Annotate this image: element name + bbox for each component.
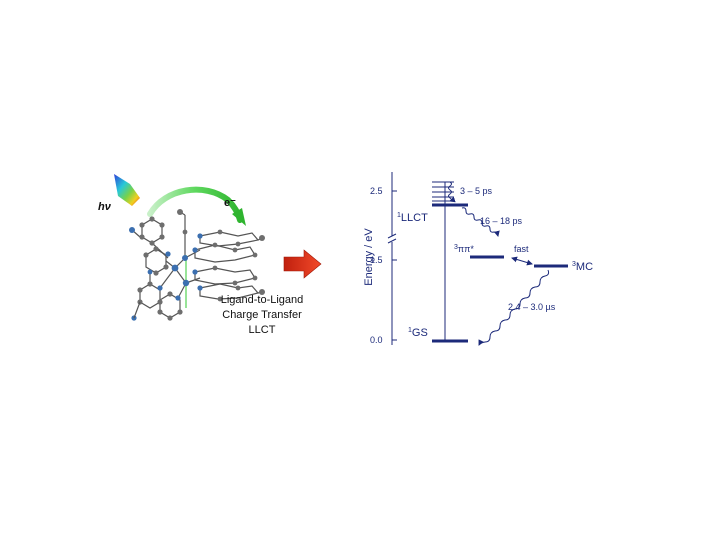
photon-label: hν — [98, 201, 112, 213]
mc-state-label: 3MC — [572, 261, 593, 273]
decay-arrow — [478, 269, 550, 346]
tick-1-5: 1.5 — [370, 255, 383, 265]
electron-label: e⁻ — [224, 197, 236, 209]
transition-arrow-icon — [283, 249, 322, 279]
llct-caption-line1: Ligand-to-Ligand — [221, 294, 304, 306]
energy-axis-label: Energy / eV — [363, 228, 375, 286]
gs-state-label: 1GS — [408, 327, 428, 339]
llct-caption-line3: LLCT — [249, 324, 276, 336]
vib-relax-arrow — [448, 181, 456, 203]
energy-diagram-labels: Energy / eV 2.5 1.5 0.0 1LLCT 3ππ* 3MC 1… — [363, 186, 593, 345]
llct-state-label: 1LLCT — [397, 212, 428, 224]
pipi-state-label: 3ππ* — [454, 244, 474, 254]
photon-icon — [114, 174, 140, 206]
electron-transfer-arrowhead — [232, 208, 246, 226]
tick-0-0: 0.0 — [370, 335, 383, 345]
decay-time-label: 2.4 – 3.0 µs — [508, 302, 556, 312]
isc-arrow — [461, 207, 500, 237]
equilibrium-arrow — [511, 256, 533, 266]
molecule-panel: hν e⁻ — [98, 174, 303, 336]
tick-2-5: 2.5 — [370, 186, 383, 196]
equilibrium-label: fast — [514, 244, 529, 254]
energy-diagram — [387, 172, 568, 346]
isc-time-label: 16 – 18 ps — [480, 216, 523, 226]
molecule-atoms — [129, 209, 265, 321]
relax-time-label: 3 – 5 ps — [460, 186, 493, 196]
llct-caption-line2: Charge Transfer — [222, 309, 302, 321]
